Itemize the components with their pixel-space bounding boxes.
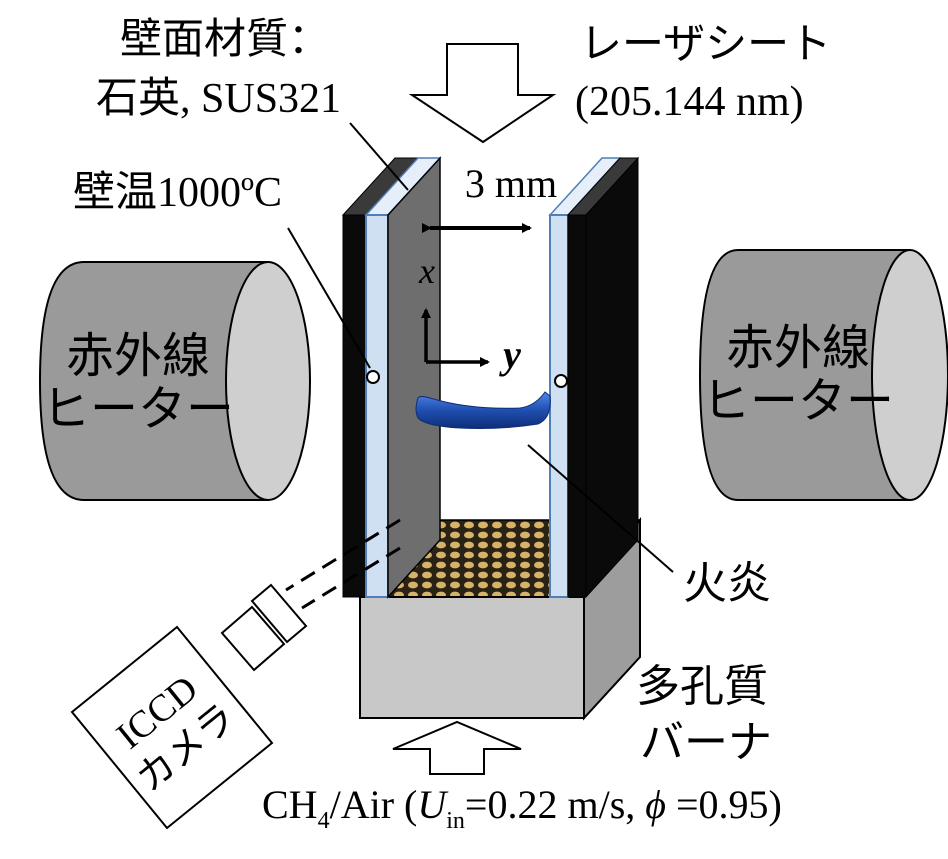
right-heater-label-line1: 赤外線 xyxy=(726,322,870,375)
left-heater-label-line1: 赤外線 xyxy=(66,330,210,383)
inflow-air: /Air ( xyxy=(330,782,418,827)
gap-label: 3 mm xyxy=(465,161,557,206)
burner-label-line1: 多孔質 xyxy=(636,662,768,711)
left-wall-sus xyxy=(342,214,367,598)
left-thermocouple xyxy=(366,370,380,384)
camera-body xyxy=(70,625,274,830)
flame-label: 火炎 xyxy=(683,559,771,608)
burner-label-line2: バーナ xyxy=(640,718,772,767)
right-wall-sus-edge xyxy=(567,214,587,598)
inflow-arrow xyxy=(392,720,522,775)
leader-lines xyxy=(287,122,674,573)
camera-lens-barrel xyxy=(220,605,286,672)
left-infrared-heater: 赤外線 ヒーター xyxy=(38,261,311,501)
inflow-ch: CH xyxy=(262,782,318,827)
right-infrared-heater: 赤外線 ヒーター xyxy=(698,249,948,501)
flame xyxy=(415,391,551,429)
left-heater-body xyxy=(38,261,269,501)
laser-arrow-icon xyxy=(408,43,557,144)
burner-front xyxy=(359,596,585,719)
wall-temperature-label: 壁温1000ºC xyxy=(73,170,282,216)
laser-wavelength-label: (205.144 nm) xyxy=(575,79,804,125)
wall-material-value: 石英, SUS321 xyxy=(96,76,341,122)
inflow-u-value: =0.22 m/s, xyxy=(465,782,645,827)
right-thermocouple xyxy=(554,374,568,388)
wall-material-title: 壁面材質： xyxy=(120,17,330,63)
laser-sheet-label: レーザシート xyxy=(580,22,831,68)
right-wall-assembly xyxy=(548,156,640,599)
right-heater-face xyxy=(871,249,948,501)
gap-dimension: 3 mm xyxy=(422,161,557,233)
laser-sheet-arrow xyxy=(408,43,557,144)
right-wall-sus-side xyxy=(585,156,639,599)
camera-view-lines xyxy=(285,518,401,610)
left-heater-label-line2: ヒーター xyxy=(42,383,234,436)
inflow-arrow-icon xyxy=(392,720,522,775)
right-quartz-plate xyxy=(549,214,569,598)
material-leader-line xyxy=(349,122,409,191)
left-heater-face xyxy=(225,261,311,501)
coordinate-axes: x y xyxy=(418,251,521,377)
y-axis-label: y xyxy=(499,332,521,377)
camera-lens-cap xyxy=(250,583,308,644)
x-axis-label: x xyxy=(418,251,435,291)
right-heater-label-line2: ヒーター xyxy=(702,375,894,428)
inflow-ch-subscript: 4 xyxy=(318,808,330,834)
inflow-u-symbol: U xyxy=(417,782,449,827)
left-wall-assembly xyxy=(341,156,442,599)
right-heater-body xyxy=(698,249,911,501)
inflow-phi-value: =0.95) xyxy=(666,782,782,827)
inflow-u-subscript: in xyxy=(446,808,465,834)
inflow-phi-symbol: ϕ xyxy=(645,782,666,827)
wall-temp-leader-line xyxy=(287,227,371,369)
inflow-condition-label: CH4/Air (Uin=0.22 m/s, ϕ =0.95) xyxy=(262,782,782,834)
left-inner-plate xyxy=(387,156,441,599)
flame-leader-line xyxy=(527,444,674,573)
